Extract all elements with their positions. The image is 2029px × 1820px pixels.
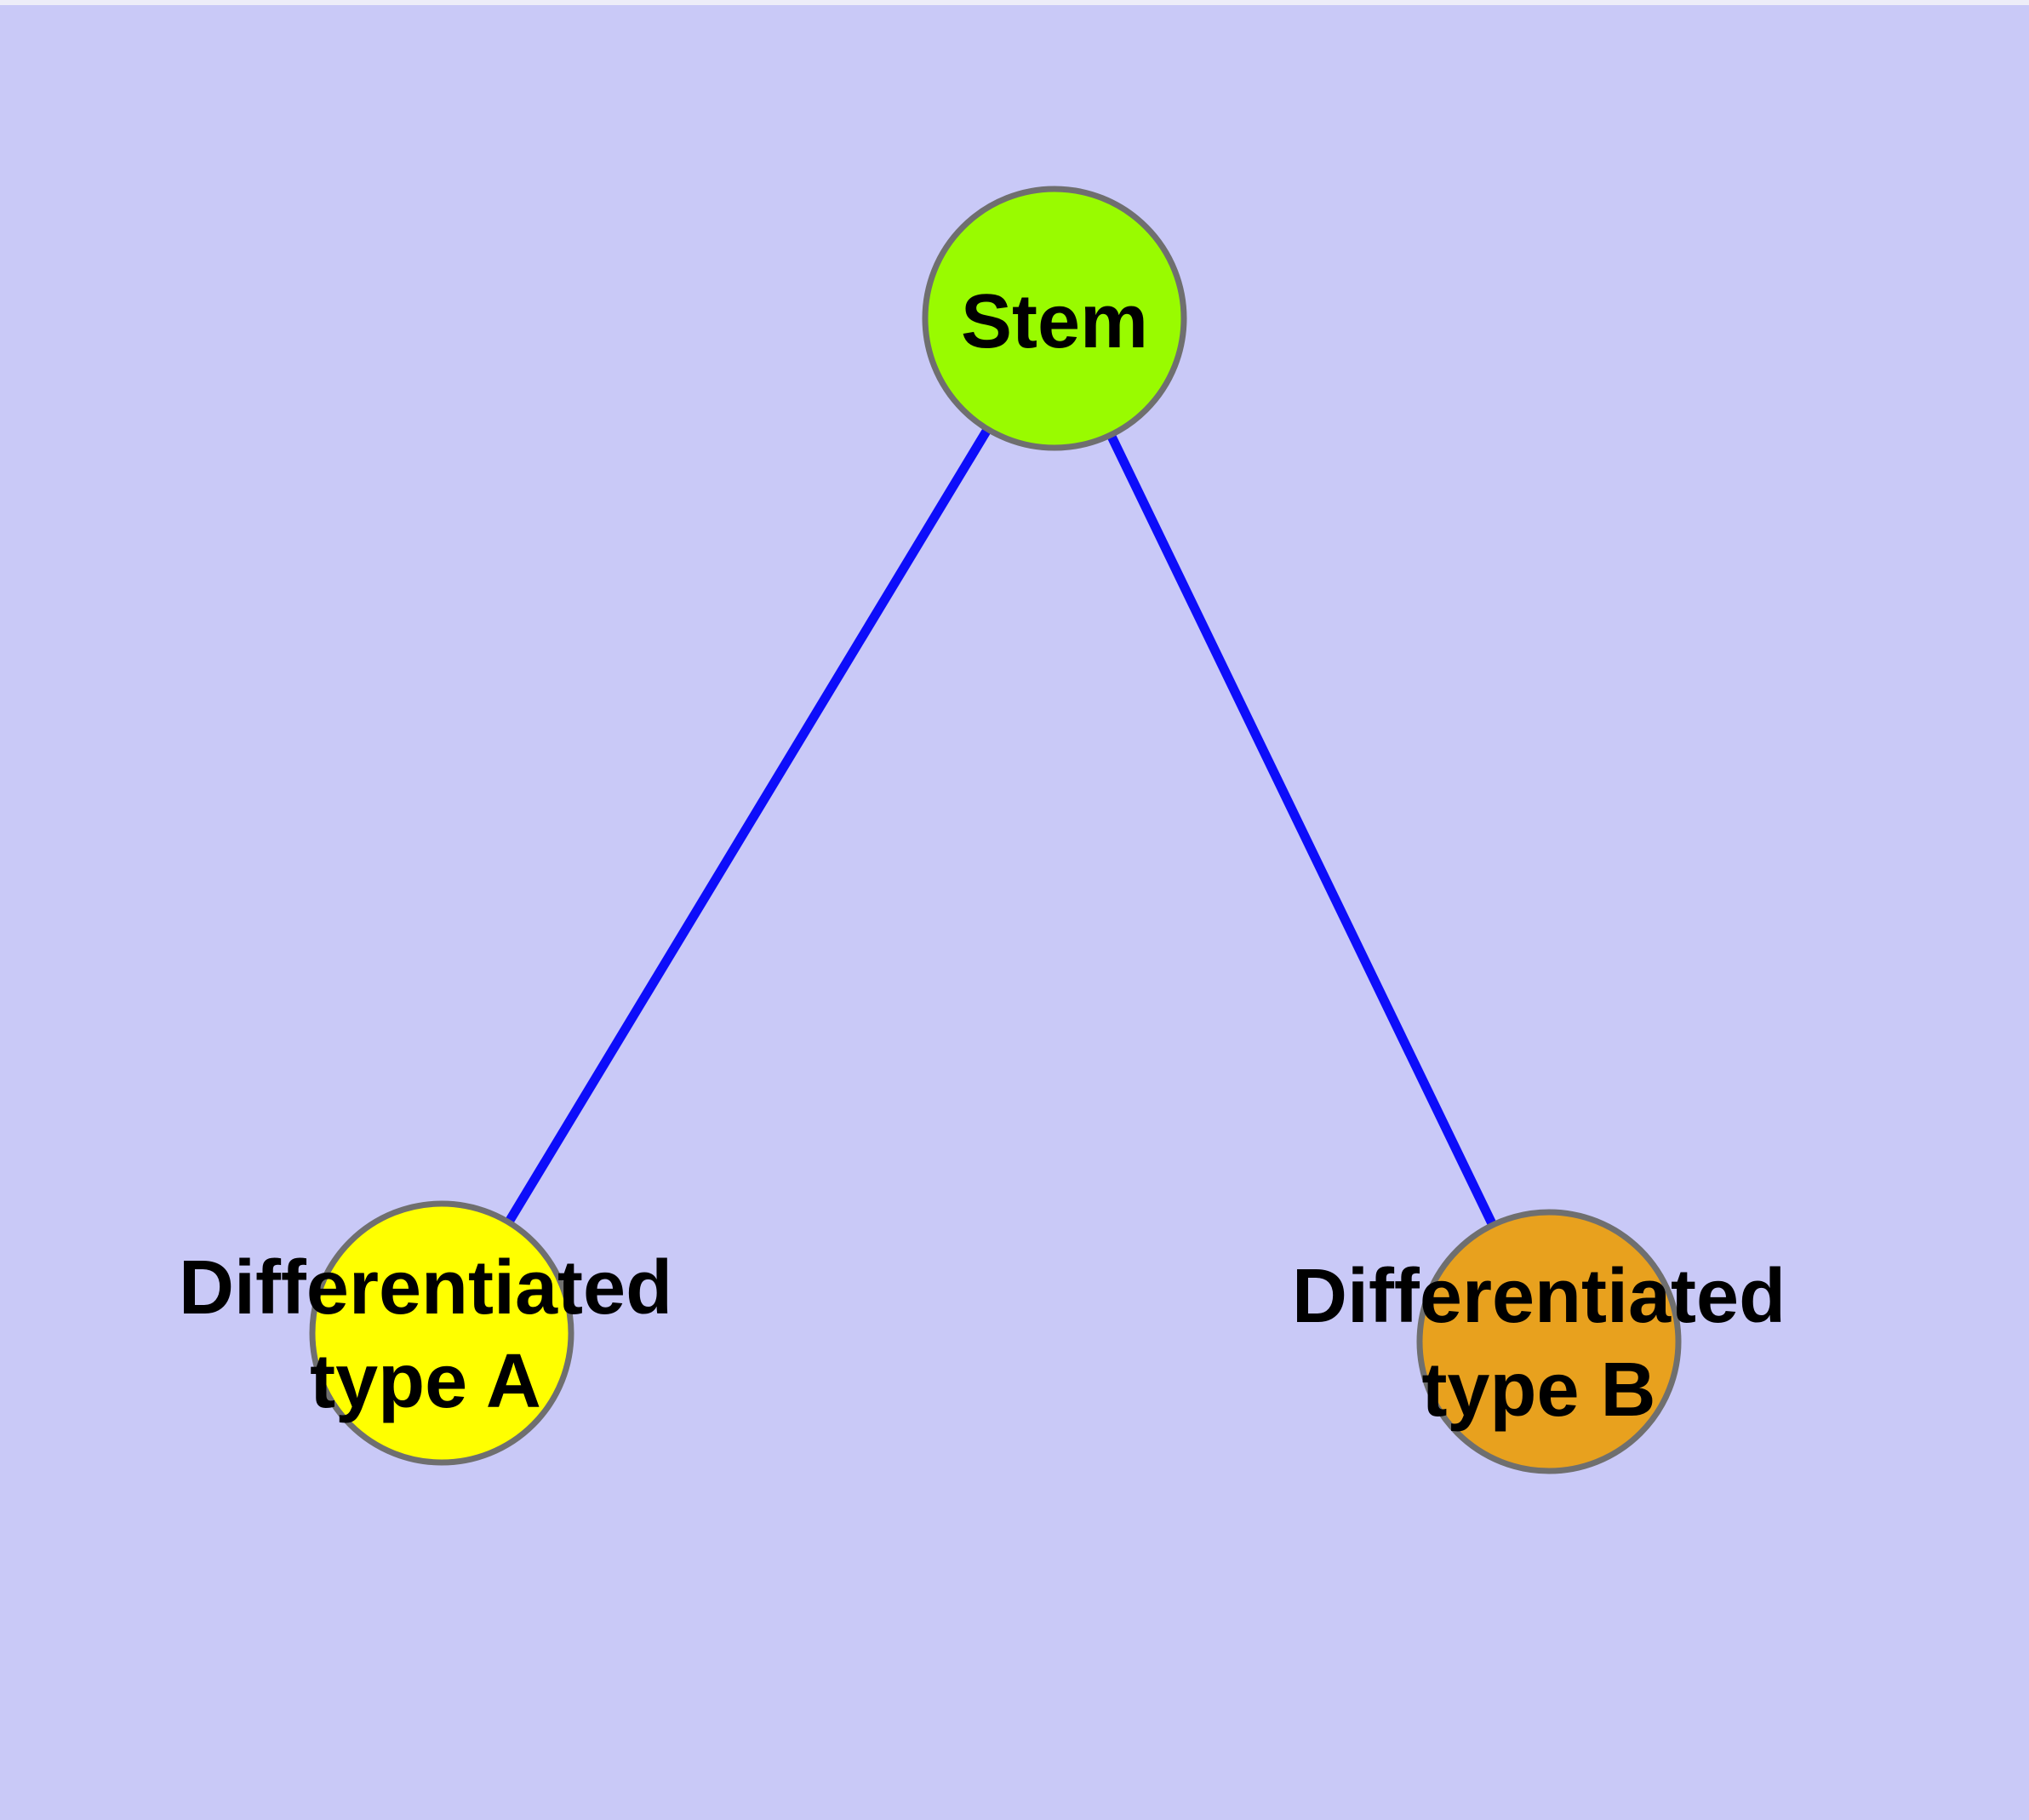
top-edge-strip — [0, 0, 2029, 5]
type-b-node-circle — [1416, 1209, 1682, 1474]
stem-node-circle — [922, 186, 1187, 451]
type-a-node-circle — [309, 1200, 574, 1466]
edge-stem-to-type-b — [1050, 316, 1553, 1344]
edge-stem-to-type-a — [437, 316, 1059, 1336]
